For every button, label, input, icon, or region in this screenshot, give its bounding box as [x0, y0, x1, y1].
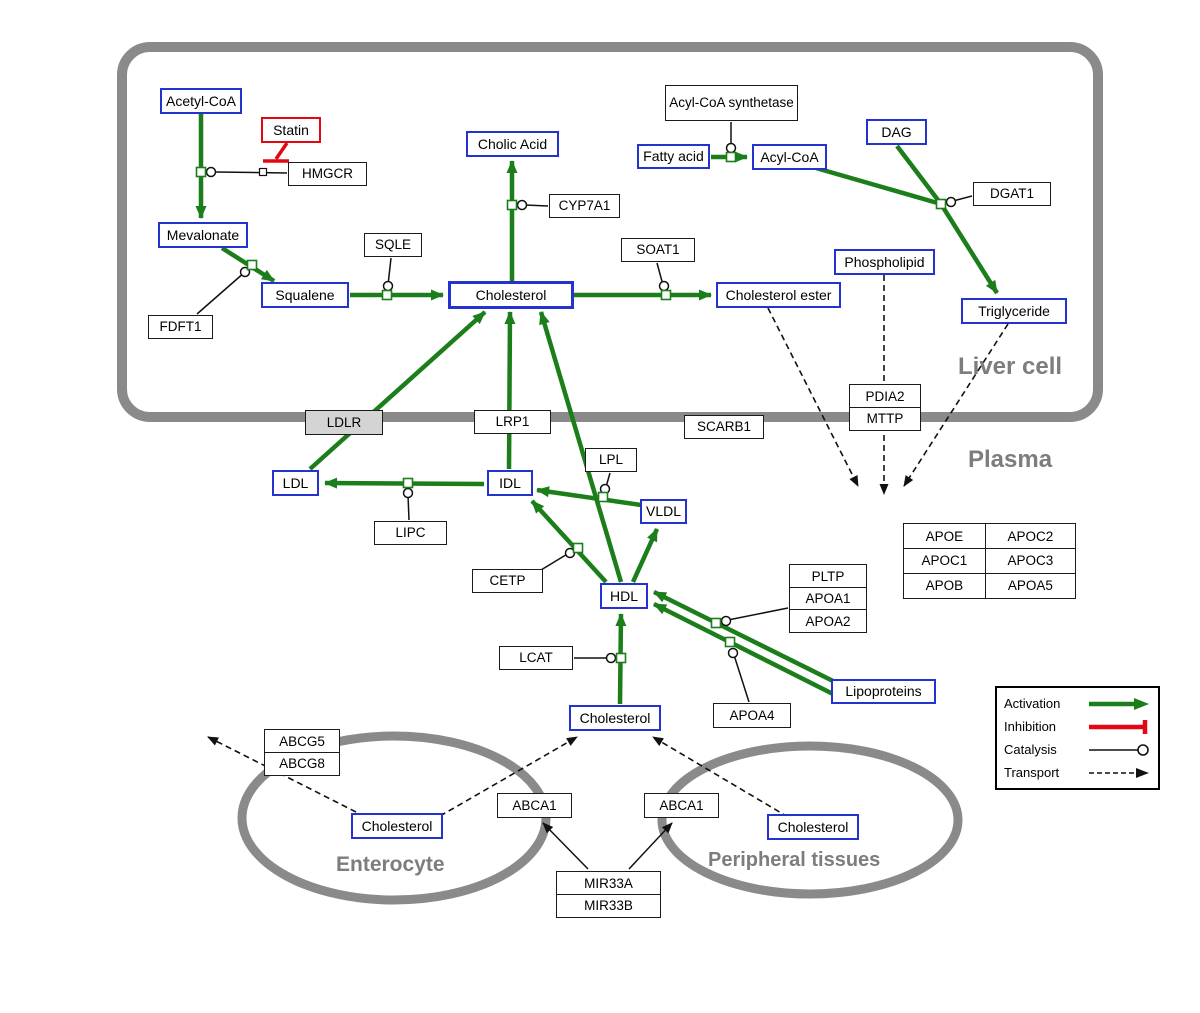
- enterocyte-label: Enterocyte: [336, 853, 445, 876]
- activation-arrow-symbol: [1089, 697, 1149, 710]
- node-apoa5[interactable]: APOA5: [984, 572, 1076, 599]
- node-ldl[interactable]: LDL: [272, 470, 319, 496]
- node-apoa4[interactable]: APOA4: [713, 703, 791, 728]
- node-cholesterol-enterocyte[interactable]: Cholesterol: [351, 813, 443, 839]
- legend-activation-label: Activation: [1004, 696, 1061, 711]
- node-pltp[interactable]: PLTP: [789, 564, 867, 588]
- node-statin[interactable]: Statin: [261, 117, 321, 143]
- node-mir33a[interactable]: MIR33A: [556, 871, 661, 895]
- node-lipc[interactable]: LIPC: [374, 521, 447, 545]
- node-cholesterol-peripheral[interactable]: Cholesterol: [767, 814, 859, 840]
- node-stack-mir33: MIR33A MIR33B: [556, 871, 661, 918]
- node-scarb1[interactable]: SCARB1: [684, 415, 764, 439]
- node-fatty-acid[interactable]: Fatty acid: [637, 144, 710, 169]
- inhibition-tbar-symbol: [1089, 719, 1148, 734]
- node-mttp[interactable]: MTTP: [849, 406, 921, 431]
- transport-arrow-symbol: [1089, 767, 1149, 778]
- node-hdl[interactable]: HDL: [600, 583, 648, 609]
- node-apoc3[interactable]: APOC3: [984, 547, 1076, 574]
- membranes: [117, 42, 1103, 905]
- mir33-arrows: [542, 822, 673, 870]
- node-mevalonate[interactable]: Mevalonate: [158, 222, 248, 248]
- liver-cell-label: Liver cell: [958, 353, 1063, 380]
- node-abcg5[interactable]: ABCG5: [264, 729, 340, 753]
- node-sqle[interactable]: SQLE: [364, 233, 422, 257]
- legend-catalysis-label: Catalysis: [1004, 742, 1057, 757]
- node-cholesterol-plasma[interactable]: Cholesterol: [569, 705, 661, 731]
- node-triglyceride[interactable]: Triglyceride: [961, 298, 1067, 324]
- node-idl[interactable]: IDL: [487, 470, 533, 496]
- legend: Activation Inhibition Catalysis Transpor…: [995, 686, 1160, 790]
- legend-inhibition-label: Inhibition: [1004, 719, 1057, 734]
- node-lrp1[interactable]: LRP1: [474, 410, 551, 434]
- legend-row-inhibition: Inhibition: [1004, 716, 1151, 738]
- node-cholic-acid[interactable]: Cholic Acid: [466, 131, 559, 157]
- reaction-anchors: [195, 151, 947, 664]
- activation-edges: [195, 114, 999, 705]
- node-phospholipid[interactable]: Phospholipid: [834, 249, 935, 275]
- node-pdia2[interactable]: PDIA2: [849, 384, 921, 408]
- peripheral-tissues-label: Peripheral tissues: [708, 849, 881, 871]
- node-soat1[interactable]: SOAT1: [621, 238, 695, 262]
- node-apoe[interactable]: APOE: [902, 523, 986, 549]
- node-dag[interactable]: DAG: [866, 119, 927, 145]
- inhibition-edge: [263, 142, 289, 163]
- node-abcg8[interactable]: ABCG8: [264, 751, 340, 776]
- node-apoa1[interactable]: APOA1: [789, 586, 867, 611]
- node-lpl[interactable]: LPL: [585, 448, 637, 472]
- node-dgat1[interactable]: DGAT1: [973, 182, 1051, 206]
- node-apob[interactable]: APOB: [902, 572, 986, 599]
- legend-row-activation: Activation: [1004, 693, 1151, 715]
- node-lipoproteins[interactable]: Lipoproteins: [831, 679, 936, 704]
- node-abca1-enterocyte[interactable]: ABCA1: [497, 793, 572, 818]
- legend-row-transport: Transport: [1004, 762, 1151, 784]
- legend-row-catalysis: Catalysis: [1004, 739, 1151, 761]
- node-vldl[interactable]: VLDL: [640, 499, 687, 524]
- node-acyl-coa-synthetase[interactable]: Acyl-CoA synthetase: [665, 85, 798, 121]
- node-acyl-coa[interactable]: Acyl-CoA: [752, 144, 827, 170]
- node-fdft1[interactable]: FDFT1: [148, 315, 213, 339]
- node-apoc2[interactable]: APOC2: [984, 523, 1076, 549]
- node-abca1-peripheral[interactable]: ABCA1: [644, 793, 719, 818]
- node-lcat[interactable]: LCAT: [499, 646, 573, 670]
- legend-transport-label: Transport: [1004, 765, 1060, 780]
- node-cholesterol-ester[interactable]: Cholesterol ester: [716, 282, 841, 308]
- node-apoa2[interactable]: APOA2: [789, 609, 867, 634]
- node-cyp7a1[interactable]: CYP7A1: [549, 194, 620, 218]
- node-stack-pdia2-mttp: PDIA2 MTTP: [849, 384, 921, 431]
- node-cholesterol-liver[interactable]: Cholesterol: [448, 281, 574, 309]
- plasma-label: Plasma: [968, 446, 1053, 473]
- catalysis-circle-symbol: [1089, 743, 1149, 756]
- node-hmgcr[interactable]: HMGCR: [288, 162, 367, 186]
- catalysis-connectors: [196, 122, 973, 703]
- node-stack-pltp-apoa: PLTP APOA1 APOA2: [789, 564, 867, 634]
- apolipoprotein-table: APOE APOC2 APOC1 APOC3 APOB APOA5: [902, 523, 1076, 599]
- node-squalene[interactable]: Squalene: [261, 282, 349, 308]
- node-mir33b[interactable]: MIR33B: [556, 893, 661, 918]
- node-ldlr[interactable]: LDLR: [305, 410, 383, 435]
- node-stack-abcg: ABCG5 ABCG8: [264, 729, 340, 776]
- node-cetp[interactable]: CETP: [472, 569, 543, 593]
- node-acetyl-coa[interactable]: Acetyl-CoA: [160, 88, 242, 114]
- node-apoc1[interactable]: APOC1: [902, 547, 986, 574]
